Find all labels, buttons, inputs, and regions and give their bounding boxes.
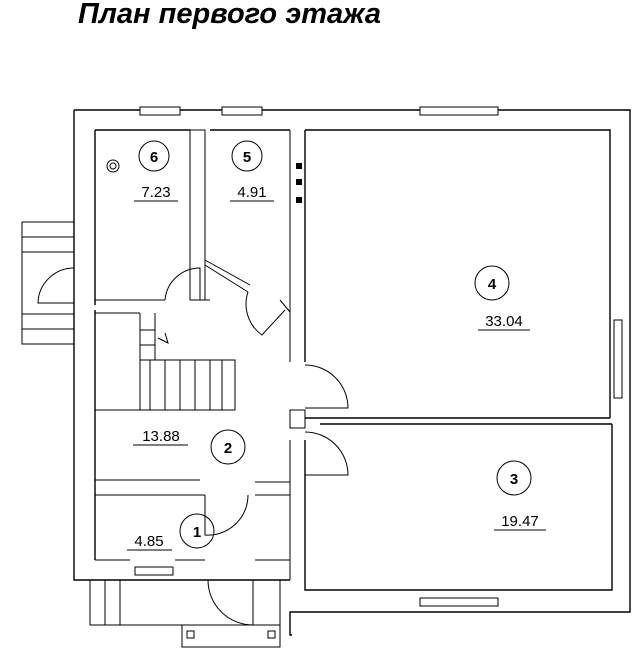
room-area: 33.04 — [485, 313, 523, 330]
fixtures — [106, 159, 302, 203]
windows — [134, 106, 623, 607]
porch-front — [89, 579, 281, 648]
room-2-label: 2 13.88 — [133, 428, 246, 465]
staircase — [95, 313, 236, 411]
plan-title: План первого этажа — [78, 0, 381, 30]
room-area: 4.85 — [134, 533, 163, 550]
vent-icon — [296, 163, 302, 169]
room-number: 4 — [488, 276, 497, 293]
room-area: 7.23 — [141, 184, 170, 201]
vent-icon — [296, 197, 302, 203]
room-number: 2 — [224, 440, 232, 457]
room-4-label: 4 33.04 — [474, 265, 530, 331]
room-3-label: 3 19.47 — [494, 460, 546, 531]
room-area: 13.88 — [142, 428, 180, 445]
room-number: 3 — [510, 471, 518, 488]
boiler-icon — [106, 159, 120, 173]
boiler-inner-icon — [109, 162, 117, 170]
porch-left — [21, 221, 75, 345]
room-6-label: 6 7.23 — [134, 140, 178, 202]
room-1-label: 1 4.85 — [127, 513, 215, 551]
room-number: 1 — [193, 524, 201, 541]
outer-walls — [73, 109, 631, 636]
vent-icon — [296, 179, 302, 185]
room-area: 4.91 — [237, 184, 266, 201]
interior-walls — [95, 129, 306, 580]
room-area: 19.47 — [501, 513, 539, 530]
doors — [37, 267, 349, 626]
room-5-label: 5 4.91 — [230, 140, 274, 202]
room-number: 6 — [150, 149, 158, 166]
room-number: 5 — [243, 149, 251, 166]
